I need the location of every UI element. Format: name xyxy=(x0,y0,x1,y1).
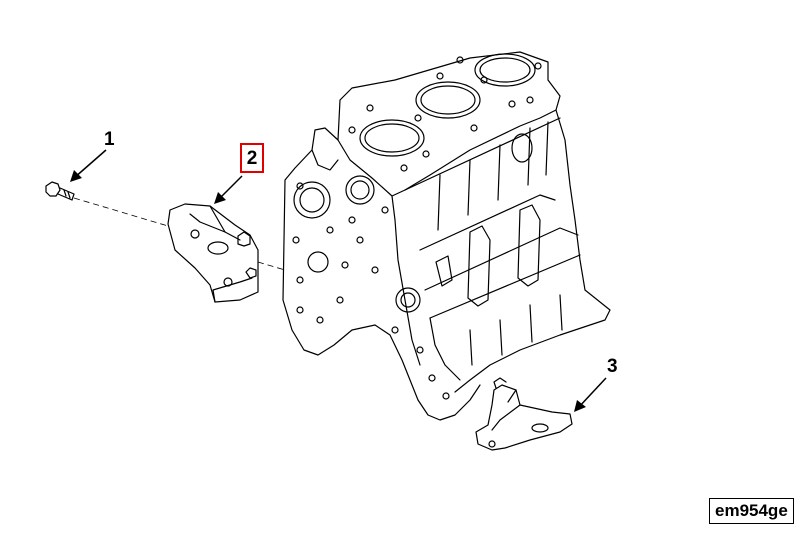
leader-line-3 xyxy=(577,377,607,409)
front-lifting-bracket xyxy=(167,203,259,303)
callout-2-highlighted: 2 xyxy=(240,143,264,173)
engine-block xyxy=(282,51,611,421)
callout-3: 3 xyxy=(607,356,618,377)
reference-code-label: em954ge xyxy=(709,498,794,524)
callout-2-label: 2 xyxy=(246,147,258,169)
arrowhead-3 xyxy=(574,400,586,412)
assembly-line-bracket xyxy=(257,261,286,271)
arrowhead-1 xyxy=(70,170,82,182)
callout-1: 1 xyxy=(104,129,115,150)
leader-line-1 xyxy=(73,149,107,179)
capscrew xyxy=(45,181,75,201)
arrowhead-2 xyxy=(214,192,226,204)
assembly-line-bolt xyxy=(73,197,169,227)
rear-lifting-bracket xyxy=(475,377,573,451)
